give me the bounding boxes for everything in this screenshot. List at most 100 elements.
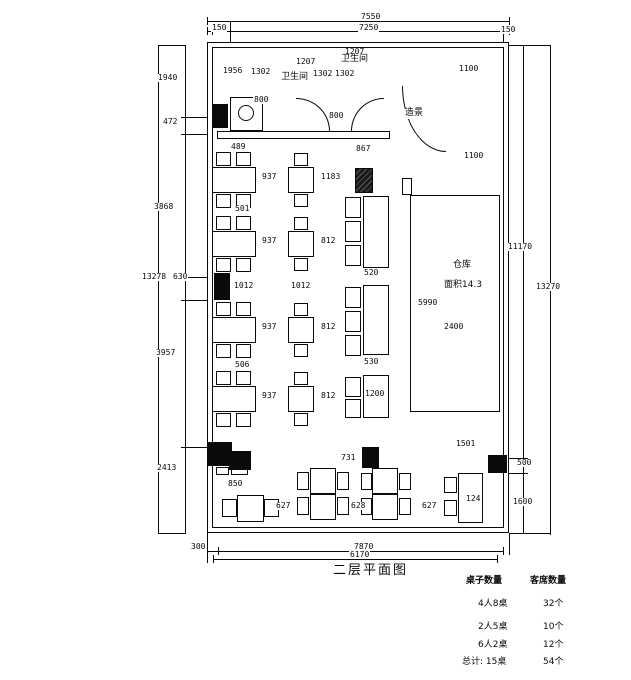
chair	[294, 372, 308, 385]
dim-label-11170: 11170	[507, 242, 534, 251]
dim-label-7250: 7250	[358, 23, 380, 32]
plan-line	[230, 22, 231, 42]
dim-label-1940: 1940	[157, 73, 179, 82]
dim-label-1012-a: 1012	[233, 281, 255, 290]
dining-table	[363, 196, 389, 268]
dim-label-937-r2: 937	[261, 236, 278, 245]
room-label-storage-area: 面积14.3	[444, 280, 483, 291]
plan-line	[158, 45, 186, 46]
dim-label-1302-a: 1302	[250, 67, 272, 76]
dim-label-150-left: 150	[211, 23, 228, 32]
dining-table	[212, 167, 256, 193]
chair	[294, 258, 308, 271]
dim-label-530: 530	[363, 357, 380, 366]
dim-label-1302-b: 1302	[312, 69, 334, 78]
chair	[399, 498, 411, 515]
dim-label-300: 300	[190, 542, 207, 551]
plan-line	[509, 533, 510, 555]
chair	[236, 258, 251, 272]
chair	[345, 377, 361, 397]
plan-line	[158, 533, 186, 534]
dim-label-124: 124	[465, 494, 482, 503]
dim-label-937-r4: 937	[261, 391, 278, 400]
drawing-title: 二层平面图	[333, 563, 409, 578]
plan-line	[503, 31, 504, 42]
dim-label-2413: 2413	[156, 463, 178, 472]
stats-total-seats: 54个	[543, 657, 564, 667]
room-label-toilet2: 卫生间	[341, 54, 369, 65]
plan-line	[181, 447, 207, 448]
dining-table	[288, 317, 314, 343]
dining-table	[212, 317, 256, 343]
plan-line	[207, 27, 208, 35]
plan-line	[207, 21, 510, 22]
dim-label-628: 628	[350, 501, 367, 510]
dining-table	[310, 494, 336, 520]
dining-table	[363, 285, 389, 355]
dim-label-1600: 1600	[512, 497, 534, 506]
black-column	[207, 442, 232, 466]
stats-row2-seats: 10个	[543, 622, 564, 632]
dim-label-5990: 5990	[417, 298, 439, 307]
dim-label-150-right: 150	[500, 25, 517, 34]
plan-line	[523, 45, 524, 533]
chair	[361, 473, 372, 490]
chair	[337, 472, 349, 490]
dim-label-812-r4: 812	[320, 391, 337, 400]
chair	[444, 500, 457, 516]
plan-line	[181, 300, 207, 301]
dim-label-2400: 2400	[443, 322, 465, 331]
dim-label-13270: 13270	[535, 282, 562, 291]
chair	[399, 473, 411, 490]
dim-label-1200: 1200	[364, 389, 386, 398]
chair	[216, 216, 231, 230]
chair	[294, 217, 308, 230]
chair	[294, 344, 308, 357]
dining-table	[237, 495, 264, 522]
dim-label-520: 520	[363, 268, 380, 277]
dim-label-850: 850	[227, 479, 244, 488]
chair	[297, 472, 309, 490]
dim-label-3868: 3868	[153, 202, 175, 211]
chair	[216, 413, 231, 427]
chair	[236, 302, 251, 316]
dining-table	[212, 231, 256, 257]
dim-label-812-r2: 812	[320, 236, 337, 245]
plan-line	[158, 45, 159, 534]
chair	[236, 371, 251, 385]
dining-table	[372, 494, 398, 520]
chair	[444, 477, 457, 493]
plan-line	[503, 547, 504, 555]
dim-label-937-r1: 937	[261, 172, 278, 181]
chair	[216, 258, 231, 272]
wall-box	[216, 467, 229, 475]
wall-box	[217, 131, 390, 139]
dining-table	[372, 468, 398, 494]
plan-line	[509, 17, 510, 25]
fixture-circle	[238, 105, 254, 121]
dim-label-7870: 7870	[353, 542, 375, 551]
stats-header-tables: 桌子数量	[466, 576, 503, 586]
chair	[345, 197, 361, 218]
room-label-toilet1: 卫生间	[281, 72, 309, 83]
black-column	[214, 273, 230, 300]
chair	[216, 371, 231, 385]
stats-total-tables: 总计: 15桌	[462, 657, 507, 667]
black-column	[229, 451, 251, 470]
dim-label-1207-toilet2: 1207	[344, 47, 366, 56]
dim-label-13278: 13278	[141, 272, 168, 281]
dim-label-1207-toilet1: 1207	[295, 57, 317, 66]
dim-label-627-a: 627	[275, 501, 292, 510]
chair	[345, 399, 361, 418]
plan-line	[505, 458, 528, 459]
chair	[294, 153, 308, 166]
dim-label-1956: 1956	[222, 66, 244, 75]
plan-line	[505, 473, 528, 474]
dim-label-501: 501	[234, 204, 251, 213]
dim-label-1183: 1183	[320, 172, 342, 181]
chair	[216, 344, 231, 358]
stats-row3-seats: 12个	[543, 640, 564, 650]
plan-line	[181, 117, 207, 118]
dining-table	[288, 386, 314, 412]
chair	[345, 335, 361, 356]
